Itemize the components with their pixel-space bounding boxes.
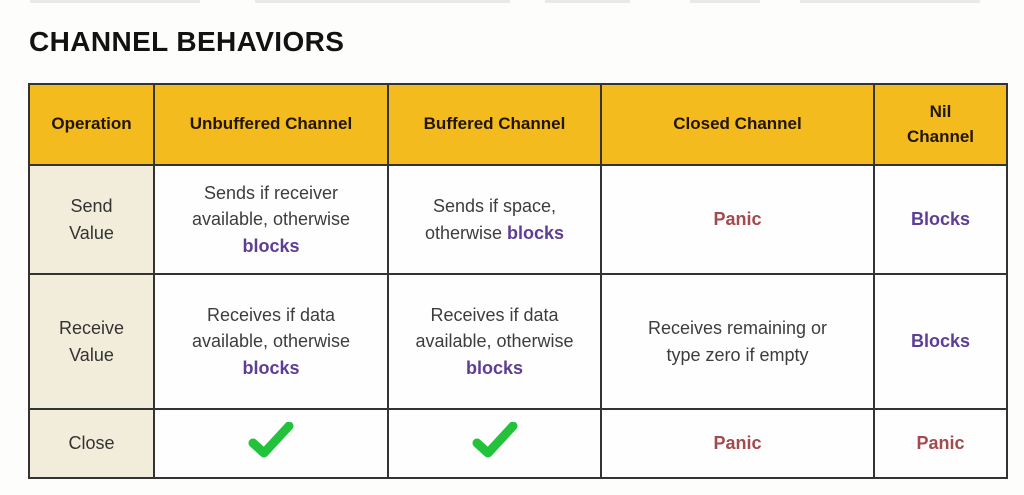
operation-cell-0: Send Value	[28, 164, 155, 275]
table-cell-0-1: Sends if space, otherwise blocks	[387, 164, 602, 275]
column-header-2: Buffered Channel	[387, 83, 602, 166]
crop-artifact-dash	[545, 0, 630, 3]
table-cell-1-0: Receives if data available, otherwise bl…	[153, 273, 389, 410]
table-cell-2-0	[153, 408, 389, 479]
table-cell-0-0: Sends if receiver available, otherwise b…	[153, 164, 389, 275]
table-cell-1-2: Receives remaining or type zero if empty	[600, 273, 875, 410]
column-header-4: Nil Channel	[873, 83, 1008, 166]
table-cell-0-3: Blocks	[873, 164, 1008, 275]
crop-artifact-dash	[800, 0, 980, 3]
crop-artifact-dash	[255, 0, 510, 3]
table-cell-2-2: Panic	[600, 408, 875, 479]
column-header-1: Unbuffered Channel	[153, 83, 389, 166]
crop-artifact-strip	[0, 0, 1024, 4]
operation-cell-1: Receive Value	[28, 273, 155, 410]
table-cell-1-1: Receives if data available, otherwise bl…	[387, 273, 602, 410]
table-cell-1-3: Blocks	[873, 273, 1008, 410]
column-header-3: Closed Channel	[600, 83, 875, 166]
table-cell-0-2: Panic	[600, 164, 875, 275]
crop-artifact-dash	[690, 0, 760, 3]
table-cell-2-3: Panic	[873, 408, 1008, 479]
column-header-0: Operation	[28, 83, 155, 166]
page-title: CHANNEL BEHAVIORS	[29, 26, 345, 57]
table-cell-2-1	[387, 408, 602, 479]
check-icon	[472, 421, 518, 458]
check-icon	[248, 421, 294, 458]
operation-cell-2: Close	[28, 408, 155, 479]
crop-artifact-dash	[30, 0, 200, 3]
